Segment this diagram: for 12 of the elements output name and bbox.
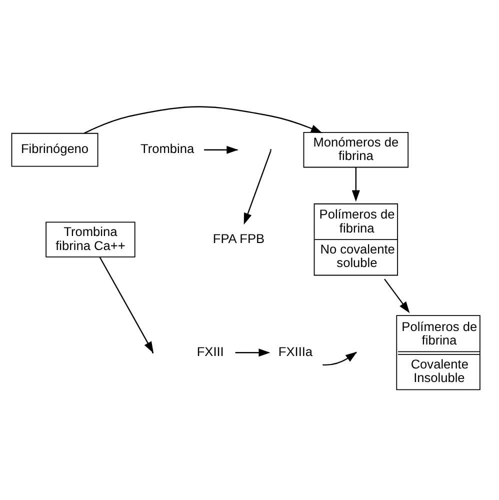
arrow	[235, 348, 270, 357]
arrow	[84, 106, 322, 134]
node-box: Monómeros de fibrina	[303, 132, 409, 168]
node-text: Trombina	[140, 141, 194, 156]
node-box: Fibrinógeno	[11, 132, 98, 167]
node-box: Trombina fibrina Ca++	[46, 222, 136, 258]
arrow	[244, 150, 272, 225]
node-text: FPA FPB	[212, 230, 265, 246]
arrow	[352, 167, 360, 202]
node-text: FXIII	[196, 344, 224, 359]
node-text: FXIIIa	[278, 344, 313, 359]
arrow	[384, 278, 410, 314]
